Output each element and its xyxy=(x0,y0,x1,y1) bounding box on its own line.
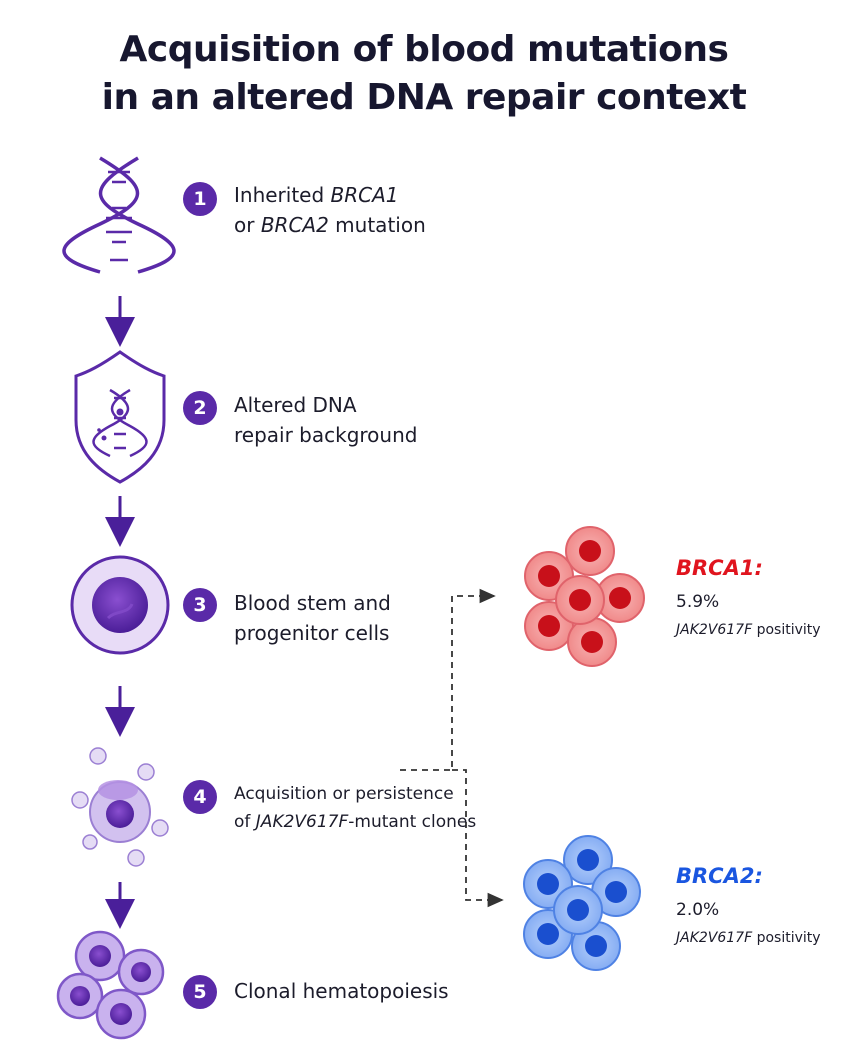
title-line-2: in an altered DNA repair context xyxy=(101,77,747,118)
step-1-text-b: or xyxy=(234,213,261,237)
step-5-label: Clonal hematopoiesis xyxy=(234,976,449,1006)
step-3-badge: 3 xyxy=(183,588,217,622)
step-4-gene: JAK2V617F xyxy=(255,812,349,832)
brca2-desc-text: positivity xyxy=(752,930,821,946)
dashed-connector xyxy=(400,588,504,908)
step-1-label: Inherited BRCA1 or BRCA2 mutation xyxy=(234,180,426,240)
blue-cell-cluster-icon xyxy=(523,835,641,971)
brca2-result-value: 2.0% xyxy=(676,900,720,920)
brca1-result-desc: JAK2V617F positivity xyxy=(676,622,821,638)
shield-dna-icon xyxy=(74,350,166,484)
brca1-desc-text: positivity xyxy=(752,622,821,638)
step-4-line-1: Acquisition or persistence xyxy=(234,784,454,804)
mutant-clone-icon xyxy=(71,747,169,867)
step-1-gene-b: BRCA2 xyxy=(260,213,329,237)
step-4-text-b: -mutant clones xyxy=(348,812,477,832)
step-2-badge: 2 xyxy=(183,391,217,425)
step-4-label: Acquisition or persistence of JAK2V617F-… xyxy=(234,780,476,836)
step-1-gene-a: BRCA1 xyxy=(330,183,399,207)
step-3-line-2: progenitor cells xyxy=(234,621,390,645)
red-cell-cluster-icon xyxy=(524,526,645,667)
step-3-label: Blood stem and progenitor cells xyxy=(234,588,391,648)
brca2-result-desc: JAK2V617F positivity xyxy=(676,930,821,946)
step-5-badge: 5 xyxy=(183,975,217,1009)
step-1-badge: 1 xyxy=(183,182,217,216)
step-5-line-1: Clonal hematopoiesis xyxy=(234,979,449,1003)
brca1-result-gene: BRCA1: xyxy=(676,556,763,580)
step-2-line-1: Altered DNA xyxy=(234,393,357,417)
cell-cluster-icon xyxy=(56,930,165,1040)
step-2-line-2: repair background xyxy=(234,423,418,447)
step-4-badge: 4 xyxy=(183,780,217,814)
step-1-text-c: mutation xyxy=(328,213,426,237)
brca2-result-gene: BRCA2: xyxy=(676,864,763,888)
stem-cell-icon xyxy=(70,555,170,655)
step-3-line-1: Blood stem and xyxy=(234,591,391,615)
step-1-text-a: Inherited xyxy=(234,183,331,207)
page-title: Acquisition of blood mutations in an alt… xyxy=(0,26,848,122)
dna-helix-icon xyxy=(62,156,176,274)
brca2-desc-gene: JAK2V617F xyxy=(676,930,753,946)
brca1-result-value: 5.9% xyxy=(676,592,720,612)
brca1-desc-gene: JAK2V617F xyxy=(676,622,753,638)
title-line-1: Acquisition of blood mutations xyxy=(119,29,729,70)
step-4-text-a: of xyxy=(234,812,256,832)
step-2-label: Altered DNA repair background xyxy=(234,390,417,450)
